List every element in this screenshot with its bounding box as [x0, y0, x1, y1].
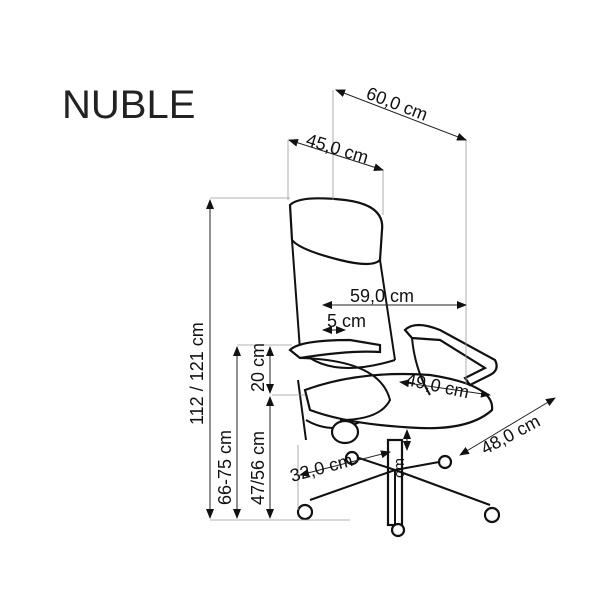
label-armrest-height: 66-75 cm [215, 430, 235, 505]
guide-lines [210, 90, 467, 521]
label-seat-depth: 48,0 cm [477, 411, 543, 459]
label-armrest-width: 59,0 cm [350, 286, 414, 306]
label-total-height: 112 / 121 cm [187, 322, 207, 425]
label-overall-depth: 60,0 cm [364, 83, 431, 125]
label-armrest-offset: 5 cm [327, 311, 366, 331]
product-title: NUBLE [62, 83, 195, 127]
label-armrest-above-seat: 20 cm [248, 343, 268, 392]
label-backrest-width: 45,0 cm [304, 130, 371, 168]
label-gas-lift: cm [391, 458, 408, 478]
label-seat-height: 47/56 cm [248, 431, 268, 505]
chair-drawing [288, 197, 501, 538]
dimension-lines [206, 89, 556, 519]
